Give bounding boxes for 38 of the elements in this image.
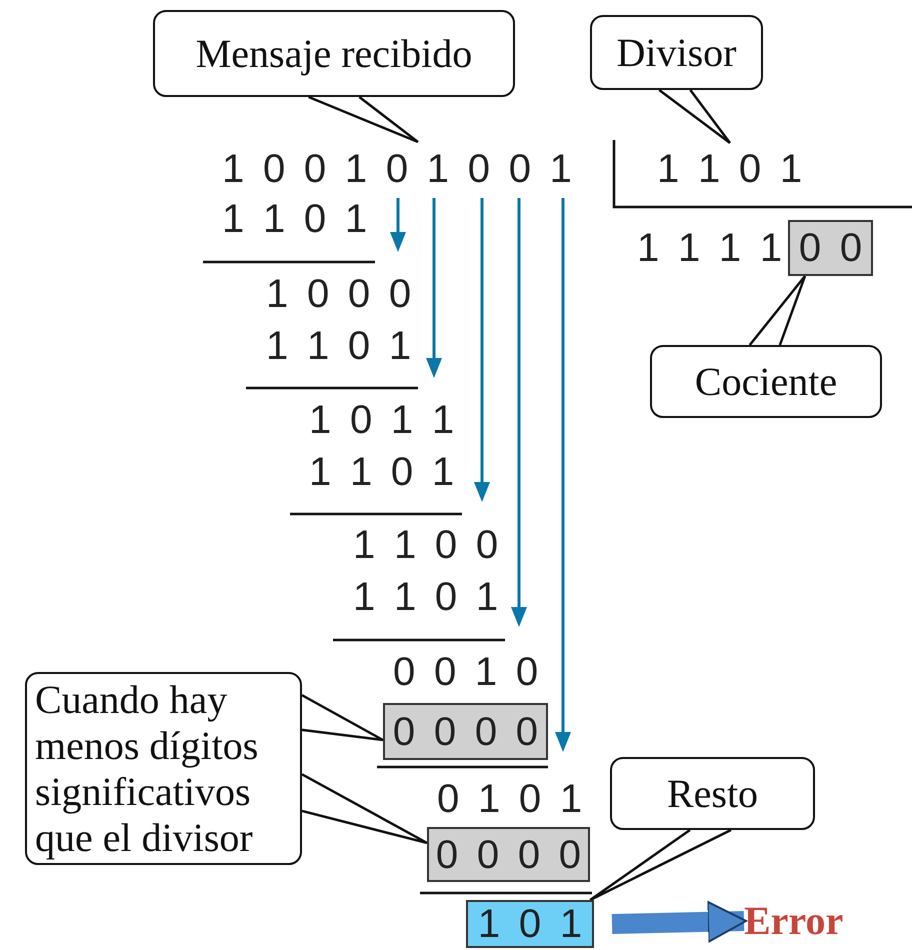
- highlighted-digits: [383, 703, 548, 760]
- callout-text: Resto: [666, 770, 760, 816]
- highlighted-digits: [427, 827, 590, 882]
- highlighted-digits: [788, 220, 873, 276]
- digits: 0 0 0 0: [392, 712, 543, 752]
- digits: 1 0 0 1 0 1 0 0 1: [222, 149, 576, 189]
- digits: 1 1 0 1: [222, 199, 371, 239]
- speech-bubble: [25, 672, 302, 865]
- digits: 0 0 0 0: [434, 834, 586, 874]
- speech-bubble: [650, 345, 882, 418]
- speech-bubble: [590, 15, 763, 90]
- speech-bubble: [153, 10, 515, 97]
- digits: 0 0 1 0: [393, 652, 542, 692]
- callout-text: Cuando hay menos dígitos significativos que el divisor: [34, 676, 260, 860]
- digits: 1 0 0 0: [266, 274, 415, 314]
- callout-pointer: [658, 88, 732, 144]
- block-arrow: [612, 900, 747, 943]
- remainder-box: [466, 900, 594, 948]
- callout-pointer: [300, 694, 384, 742]
- callout-pointer: [588, 828, 732, 902]
- remainder-digits: 1 0 1: [476, 904, 587, 944]
- digits: 1 1 0 1: [657, 149, 806, 189]
- digits: 1 1 0 1: [266, 326, 415, 366]
- digits: 0 0: [798, 228, 867, 268]
- digits: 1 1 0 1: [309, 452, 458, 492]
- callout-text: Cociente: [694, 358, 838, 404]
- digits: 1 0 1 1: [309, 400, 458, 440]
- callout-text: Mensaje recibido: [194, 30, 474, 76]
- speech-bubble: [610, 757, 815, 830]
- callout-pointer: [307, 96, 420, 144]
- digits: 1 1 0 0: [353, 525, 502, 565]
- digits: 0 1 0 1: [437, 779, 586, 819]
- callout-pointer: [300, 773, 428, 844]
- digits: 1 1 0 1: [353, 577, 502, 617]
- callout-text: Divisor: [616, 30, 738, 76]
- error-label: Error: [744, 898, 864, 944]
- callout-pointer: [748, 274, 806, 346]
- quotient-digits: 1 1 1 1: [637, 228, 786, 268]
